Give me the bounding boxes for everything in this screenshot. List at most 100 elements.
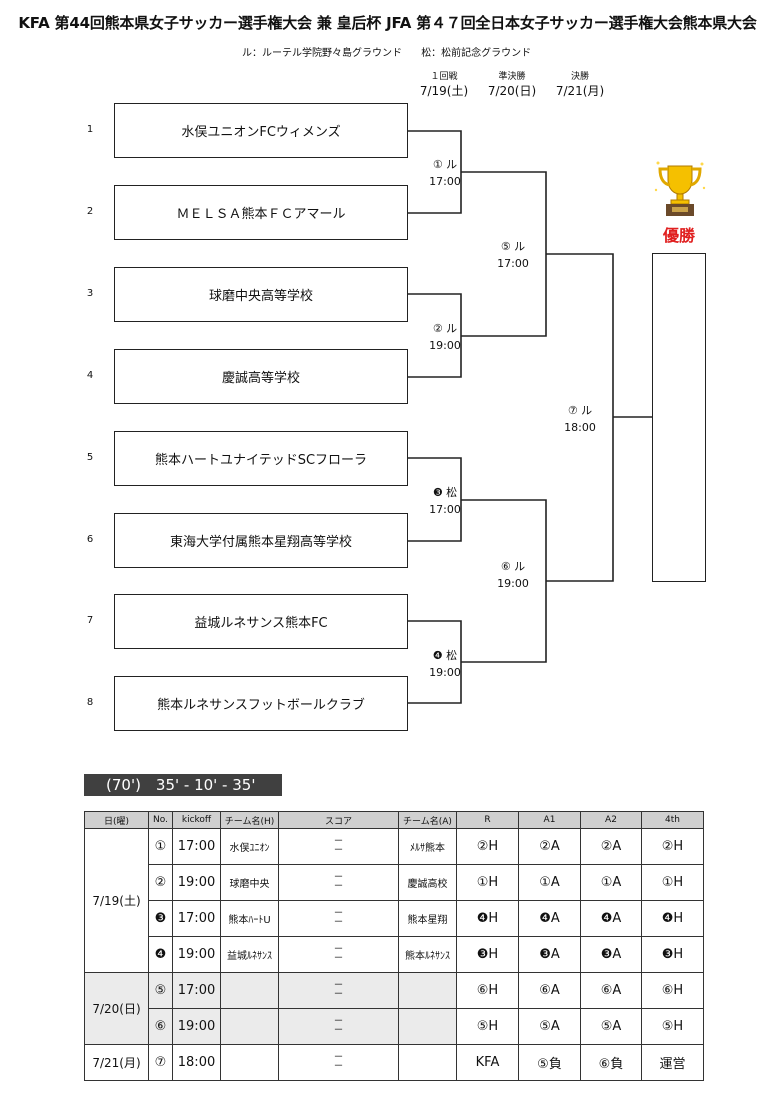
match-number: ⑤ ル bbox=[500, 240, 526, 253]
match-label-5: ⑤ ル 17:00 bbox=[483, 238, 543, 272]
kickoff: 19:00 bbox=[172, 864, 221, 901]
score: －－ bbox=[278, 1008, 399, 1045]
schedule-header-row: 日(曜) No. kickoff チーム名(H) スコア チーム名(A) R A… bbox=[84, 811, 704, 829]
match-no: ❸ bbox=[148, 900, 173, 937]
fourth-official: ❸H bbox=[641, 936, 704, 973]
assistant-2: ⑥負 bbox=[580, 1044, 642, 1081]
team-box: 益城ルネサンス熊本FC bbox=[114, 594, 408, 649]
header-fourth-official: 4th bbox=[641, 811, 704, 829]
venue-matsumae: 松：松前記念グラウンド bbox=[421, 48, 532, 59]
assistant-2: ⑤A bbox=[580, 1008, 642, 1045]
team-box: 球磨中央高等学校 bbox=[114, 267, 408, 322]
fourth-official: ❹H bbox=[641, 900, 704, 937]
score: －－ bbox=[278, 864, 399, 901]
home-team: 水俣ﾕﾆｵﾝ bbox=[220, 828, 279, 865]
referee: ①H bbox=[456, 864, 519, 901]
round-date: 7/20(日) bbox=[487, 84, 537, 98]
team-box: 熊本ハートユナイテッドSCフローラ bbox=[114, 431, 408, 486]
match-time: 17:00 bbox=[429, 175, 461, 188]
match-no: ⑦ bbox=[148, 1044, 173, 1081]
home-team bbox=[220, 1008, 279, 1045]
kickoff: 17:00 bbox=[172, 828, 221, 865]
assistant-2: ①A bbox=[580, 864, 642, 901]
fourth-official: ⑥H bbox=[641, 972, 704, 1009]
assistant-1: ①A bbox=[518, 864, 581, 901]
round-date: 7/21(月) bbox=[555, 84, 605, 98]
header-score: スコア bbox=[278, 811, 399, 829]
score-home: － bbox=[333, 979, 344, 991]
team-box: ＭＥＬＳＡ熊本ＦＣアマール bbox=[114, 185, 408, 240]
table-row: ② 19:00 球磨中央 －－ 慶誠高校 ①H ①A ①A ①H bbox=[85, 864, 704, 901]
team-box: 水俣ユニオンFCウィメンズ bbox=[114, 103, 408, 158]
assistant-2: ❸A bbox=[580, 936, 642, 973]
match-date: 7/20(日) bbox=[84, 972, 149, 1045]
champion-label: 優勝 bbox=[662, 226, 695, 245]
table-row: 7/21(月) ⑦ 18:00 －－ KFA ⑤負 ⑥負 運営 bbox=[84, 1044, 704, 1081]
match-label-7: ⑦ ル 18:00 bbox=[550, 402, 610, 436]
away-team: 慶誠高校 bbox=[398, 864, 457, 901]
match-date: 7/21(月) bbox=[84, 1044, 149, 1081]
team-box: 慶誠高等学校 bbox=[114, 349, 408, 404]
score: －－ bbox=[278, 1044, 399, 1081]
seed-number: 2 bbox=[86, 206, 94, 217]
referee: KFA bbox=[456, 1044, 519, 1081]
fourth-official: ⑤H bbox=[641, 1008, 704, 1045]
score-home: － bbox=[333, 835, 344, 847]
assistant-2: ②A bbox=[580, 828, 642, 865]
away-team bbox=[398, 1008, 457, 1045]
score-away: － bbox=[333, 952, 344, 964]
round-date: 7/19(土) bbox=[419, 84, 469, 98]
kickoff: 18:00 bbox=[172, 1044, 221, 1081]
kickoff: 19:00 bbox=[172, 1008, 221, 1045]
bracket-lines bbox=[408, 130, 652, 704]
score: －－ bbox=[278, 900, 399, 937]
seed-number: 4 bbox=[86, 370, 94, 381]
score-away: － bbox=[333, 916, 344, 928]
team-box: 東海大学付属熊本星翔高等学校 bbox=[114, 513, 408, 568]
score-away: － bbox=[333, 988, 344, 1000]
match-time: 18:00 bbox=[564, 421, 596, 434]
match-number: ❸ 松 bbox=[432, 486, 458, 499]
header-home-team: チーム名(H) bbox=[220, 811, 279, 829]
score-away: － bbox=[333, 844, 344, 856]
match-no: ⑥ bbox=[148, 1008, 173, 1045]
venue-lutheran: ル：ルーテル学院野々島グラウンド bbox=[242, 48, 402, 59]
score-away: － bbox=[333, 1024, 344, 1036]
table-row: 7/19(土) ① 17:00 水俣ﾕﾆｵﾝ －－ ﾒﾙｻ熊本 ②H ②A ②A… bbox=[84, 828, 704, 973]
referee: ⑥H bbox=[456, 972, 519, 1009]
away-team: ﾒﾙｻ熊本 bbox=[398, 828, 457, 865]
header-assistant-2: A2 bbox=[580, 811, 642, 829]
round-header-2: 準決勝 7/20(日) bbox=[467, 70, 557, 98]
home-team: 球磨中央 bbox=[220, 864, 279, 901]
assistant-1: ⑤負 bbox=[518, 1044, 581, 1081]
match-no: ❹ bbox=[148, 936, 173, 973]
kickoff: 19:00 bbox=[172, 936, 221, 973]
home-team bbox=[220, 1044, 279, 1081]
score: －－ bbox=[278, 936, 399, 973]
home-team bbox=[220, 972, 279, 1009]
schedule-table: 日(曜) No. kickoff チーム名(H) スコア チーム名(A) R A… bbox=[84, 811, 704, 1081]
trophy-icon bbox=[654, 161, 706, 216]
match-no: ① bbox=[148, 828, 173, 865]
seed-number: 6 bbox=[86, 534, 94, 545]
champion-box bbox=[652, 253, 706, 582]
round-name: １回戦 bbox=[430, 72, 458, 82]
away-team: 熊本星翔 bbox=[398, 900, 457, 937]
round-name: 準決勝 bbox=[498, 72, 526, 82]
table-row: ⑥ 19:00 －－ ⑤H ⑤A ⑤A ⑤H bbox=[85, 1008, 704, 1045]
home-team: 益城ﾙﾈｻﾝｽ bbox=[220, 936, 279, 973]
match-number: ① ル bbox=[432, 158, 458, 171]
home-team: 熊本ﾊｰﾄU bbox=[220, 900, 279, 937]
fourth-official: ①H bbox=[641, 864, 704, 901]
match-format-bar: (70') 35' - 10' - 35' bbox=[84, 774, 282, 796]
table-row: ❸ 17:00 熊本ﾊｰﾄU －－ 熊本星翔 ❹H ❹A ❹A ❹H bbox=[85, 900, 704, 937]
header-referee: R bbox=[456, 811, 519, 829]
fourth-official: 運営 bbox=[641, 1044, 704, 1081]
seed-number: 5 bbox=[86, 452, 94, 463]
match-number: ⑦ ル bbox=[567, 404, 593, 417]
header-date: 日(曜) bbox=[84, 811, 149, 829]
table-row: 7/20(日) ⑤ 17:00 －－ ⑥H ⑥A ⑥A ⑥H bbox=[84, 972, 704, 1045]
match-label-6: ⑥ ル 19:00 bbox=[483, 558, 543, 592]
header-kickoff: kickoff bbox=[172, 811, 221, 829]
score-home: － bbox=[333, 943, 344, 955]
